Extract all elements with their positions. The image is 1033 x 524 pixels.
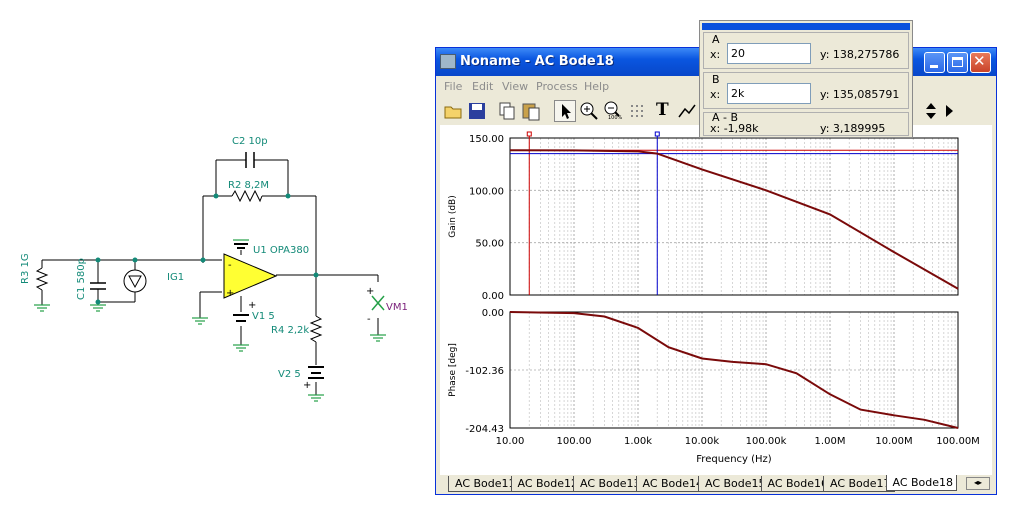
- u1-label: U1 OPA380: [253, 245, 309, 256]
- circuit-schematic: C2 10p R2 8,2M U1 OPA380 R3 1G C1 580p I…: [20, 136, 408, 402]
- v2-plus: +: [303, 380, 311, 391]
- x-tick-label: 10.00k: [685, 436, 720, 447]
- y-tick-label: 50.00: [475, 239, 504, 250]
- window-title: Noname - AC Bode18: [460, 54, 614, 69]
- maximize-icon: [952, 57, 963, 67]
- cursor-readout-panel: A x: 20 y: 138,275786 B x: 2k y: 135,085…: [699, 20, 913, 138]
- tab-ac-bode14[interactable]: AC Bode14: [635, 476, 708, 492]
- menu-file[interactable]: File: [444, 80, 463, 93]
- paste-icon[interactable]: [520, 100, 542, 122]
- cursor-a-y-value: y: 138,275786: [820, 48, 900, 61]
- v1-label: V1 5: [252, 311, 275, 322]
- maximize-button[interactable]: [947, 52, 968, 73]
- zoom-out-label: 100%: [608, 115, 623, 121]
- vm1-minus: -: [367, 314, 371, 325]
- cursor-b-group: B x: 2k y: 135,085791: [703, 72, 909, 109]
- tab-ac-bode13[interactable]: AC Bode13: [573, 476, 645, 492]
- grid-icon[interactable]: [626, 100, 648, 122]
- x-tick-label: 10.00: [496, 436, 525, 447]
- c2-label: C2 10p: [232, 136, 268, 147]
- r3-label: R3 1G: [20, 253, 31, 284]
- y-tick-label: 0.00: [482, 308, 504, 319]
- x-tick-label: 100.00k: [746, 436, 787, 447]
- v1-plus: +: [248, 300, 256, 311]
- tab-ac-bode12[interactable]: AC Bode12: [510, 476, 583, 492]
- c1-label: C1 580p: [76, 258, 87, 300]
- menu-process[interactable]: Process: [536, 80, 578, 93]
- vm1-plus: +: [366, 286, 374, 297]
- pointer-icon[interactable]: [554, 100, 576, 122]
- y-tick-label: -102.36: [465, 366, 504, 377]
- x-tick-label: 1.00k: [624, 436, 652, 447]
- menu-edit[interactable]: Edit: [472, 80, 494, 93]
- opamp-plus: +: [226, 288, 234, 299]
- toolbar: 100% T: [440, 98, 980, 124]
- menu-help[interactable]: Help: [584, 80, 610, 93]
- tab-ac-bode15[interactable]: AC Bode15: [698, 476, 770, 492]
- cursor-b-y-value: y: 135,085791: [820, 88, 900, 101]
- copy-icon[interactable]: [496, 100, 518, 122]
- minimize-icon: [930, 65, 938, 68]
- annotate-icon[interactable]: [676, 100, 698, 122]
- open-folder-icon[interactable]: [442, 100, 464, 122]
- zoom-out-icon[interactable]: 100%: [602, 100, 624, 122]
- y-tick-label: 100.00: [469, 186, 504, 197]
- x-tick-label: 10.00M: [875, 436, 912, 447]
- menu-bar: File Edit View Process Help: [436, 77, 996, 95]
- y-tick-label: 150.00: [469, 134, 504, 145]
- y-axis-label: Phase [deg]: [448, 343, 458, 397]
- y-tick-label: 0.00: [482, 291, 504, 302]
- tab-scroll-arrows[interactable]: ◂▸: [966, 477, 990, 490]
- v2-label: V2 5: [278, 369, 301, 380]
- text-icon[interactable]: T: [656, 100, 669, 120]
- x-tick-label: 100.00M: [936, 436, 980, 447]
- close-button[interactable]: ✕: [970, 52, 991, 73]
- panel-title-bar[interactable]: [702, 23, 910, 30]
- bode-plot-area: 150.00 100.00 50.00 0.00 Gain (dB) 0.00 -102.3…: [440, 125, 992, 475]
- scroll-right-icon[interactable]: [942, 100, 956, 122]
- bode-plot: 150.00 100.00 50.00 0.00 Gain (dB) 0.00 -102.3…: [448, 131, 980, 465]
- cursor-a-handle: [526, 131, 532, 137]
- x-tick-label: 100.00: [557, 436, 592, 447]
- cursor-b-x-label: x:: [710, 88, 721, 101]
- app-icon: [440, 54, 456, 69]
- cursor-diff-group: A - B x: -1,98k y: 3,189995: [703, 111, 909, 136]
- cursor-a-label: A: [712, 33, 720, 46]
- tab-ac-bode18[interactable]: AC Bode18: [885, 475, 958, 491]
- menu-view[interactable]: View: [502, 80, 529, 93]
- zoom-in-icon[interactable]: [578, 100, 600, 122]
- save-icon[interactable]: [466, 100, 488, 122]
- cursor-a-x-label: x:: [710, 48, 721, 61]
- minimize-button[interactable]: [924, 52, 945, 73]
- vm1-label: VM1: [386, 302, 408, 313]
- ig1-label: IG1: [167, 272, 184, 283]
- cursor-a-x-input[interactable]: 20: [727, 43, 811, 64]
- x-tick-label: 1.00M: [815, 436, 846, 447]
- r4-label: R4 2,2k: [271, 325, 309, 336]
- tab-ac-bode17[interactable]: AC Bode17: [823, 476, 895, 492]
- close-icon: ✕: [973, 52, 986, 70]
- y-axis-label: Gain (dB): [448, 195, 458, 237]
- cursor-diff-y: y: 3,189995: [820, 122, 886, 135]
- y-tick-label: -204.43: [465, 424, 504, 435]
- spin-updown-icon[interactable]: [922, 100, 940, 122]
- series-line: [509, 311, 959, 429]
- r2-label: R2 8,2M: [228, 180, 269, 191]
- cursor-diff-x: x: -1,98k: [710, 122, 759, 135]
- plot-frame: [509, 311, 959, 429]
- cursor-diff-label: A - B: [712, 111, 739, 124]
- tab-ac-bode11[interactable]: AC Bode11: [448, 476, 520, 492]
- cursor-b-x-input[interactable]: 2k: [727, 83, 811, 104]
- cursor-b-label: B: [712, 73, 720, 86]
- tab-ac-bode16[interactable]: AC Bode16: [760, 476, 833, 492]
- cursor-a-group: A x: 20 y: 138,275786: [703, 32, 909, 69]
- series-line: [509, 149, 959, 290]
- cursor-b-handle: [654, 131, 660, 137]
- plot-frame: [509, 137, 959, 296]
- x-axis-label: Frequency (Hz): [696, 454, 772, 465]
- opamp-minus: -: [228, 260, 232, 271]
